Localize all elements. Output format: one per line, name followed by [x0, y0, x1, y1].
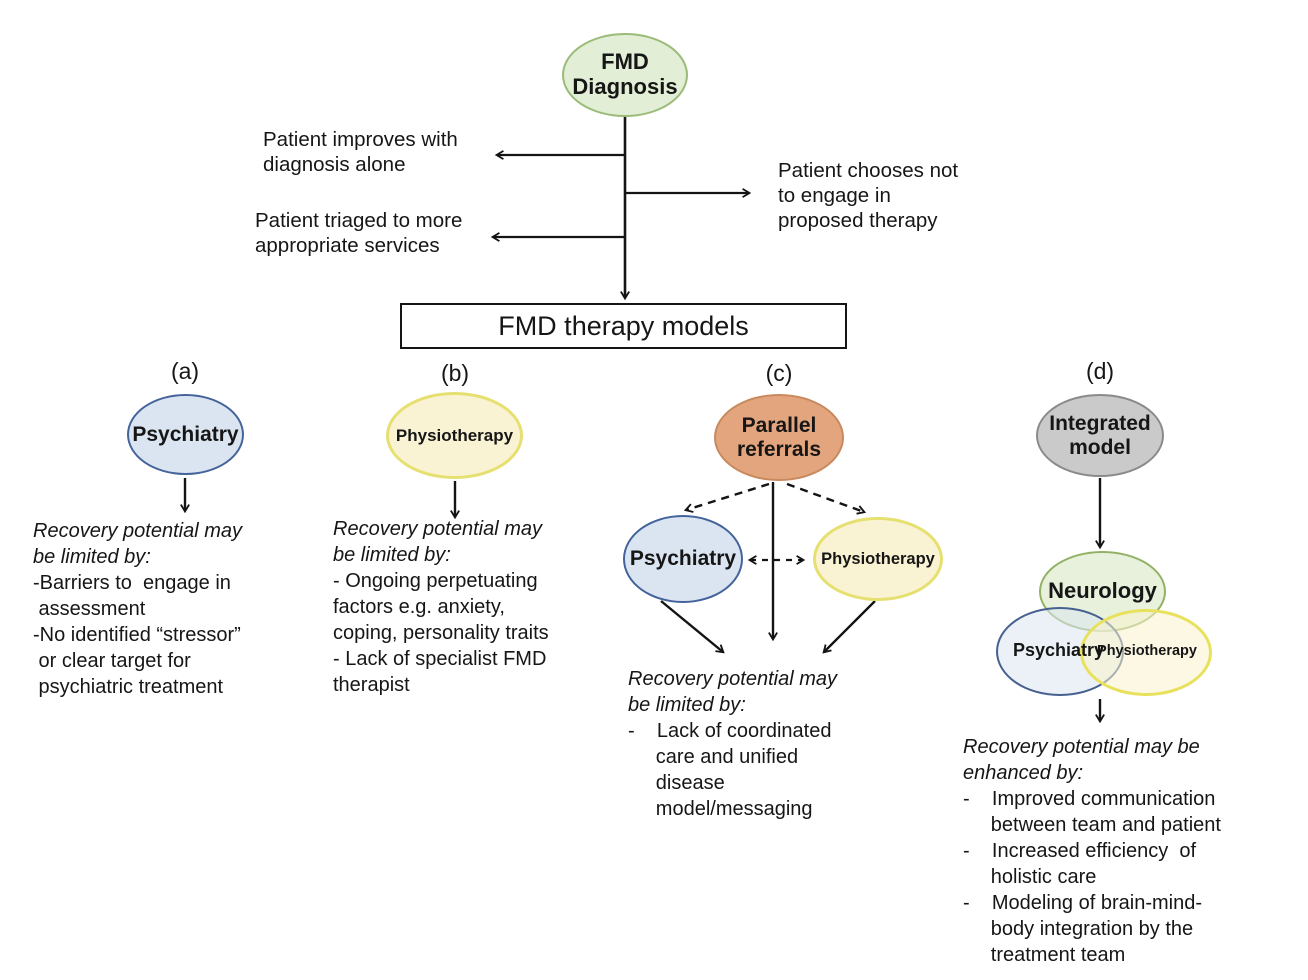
limits-b-points: - Ongoing perpetuating factors e.g. anxi…: [333, 570, 549, 696]
arrow-psychiatry-c-down: [660, 600, 725, 654]
integrated-model-ellipse: Integrated model: [1036, 394, 1164, 477]
venn-physiotherapy-label: Physiotherapy: [1097, 643, 1197, 659]
limits-c-heading: Recovery potential may be limited by:: [628, 668, 837, 716]
parallel-referrals-ellipse: Parallel referrals: [714, 394, 844, 481]
enhanced-d-heading: Recovery potential may be enhanced by:: [963, 736, 1200, 784]
venn-psychiatry-label: Psychiatry: [1012, 640, 1105, 660]
arrow-physiotherapy-c-down: [822, 600, 876, 654]
triage-note: Patient triaged to more appropriate serv…: [255, 209, 463, 257]
limits-b-block: Recovery potential may be limited by: - …: [333, 516, 549, 698]
limits-a-points: -Barriers to engage in assessment -No id…: [33, 572, 241, 698]
physiotherapy-b-ellipse: Physiotherapy: [386, 392, 523, 479]
enhanced-d-block: Recovery potential may be enhanced by: -…: [963, 734, 1221, 968]
limits-a-block: Recovery potential may be limited by: -B…: [33, 518, 242, 700]
psychiatry-c-ellipse: Psychiatry: [623, 515, 743, 603]
tag-d: (d): [1085, 358, 1115, 384]
limits-c-block: Recovery potential may be limited by: - …: [628, 666, 837, 822]
tag-b: (b): [440, 360, 470, 386]
venn-physiotherapy-ellipse: [1080, 609, 1212, 696]
venn-neurology-label: Neurology: [1048, 578, 1157, 603]
physiotherapy-c-ellipse: Physiotherapy: [813, 517, 943, 601]
limits-b-heading: Recovery potential may be limited by:: [333, 518, 542, 566]
limits-c-points: - Lack of coordinated care and unified d…: [628, 720, 832, 820]
fmd-diagnosis-ellipse: FMD Diagnosis: [562, 33, 688, 117]
improves-note: Patient improves with diagnosis alone: [263, 128, 458, 176]
arrow-parallel-to-psychiatry-dashed: [683, 482, 770, 513]
fmd-therapy-models-box: FMD therapy models: [400, 303, 847, 349]
arrow-parallel-to-physiotherapy-dashed: [786, 482, 867, 515]
psychiatry-a-ellipse: Psychiatry: [127, 394, 244, 475]
tag-a: (a): [170, 358, 200, 384]
tag-c: (c): [765, 360, 793, 386]
enhanced-d-points: - Improved communication between team an…: [963, 788, 1221, 966]
limits-a-heading: Recovery potential may be limited by:: [33, 520, 242, 568]
decline-note: Patient chooses not to engage in propose…: [778, 159, 959, 232]
